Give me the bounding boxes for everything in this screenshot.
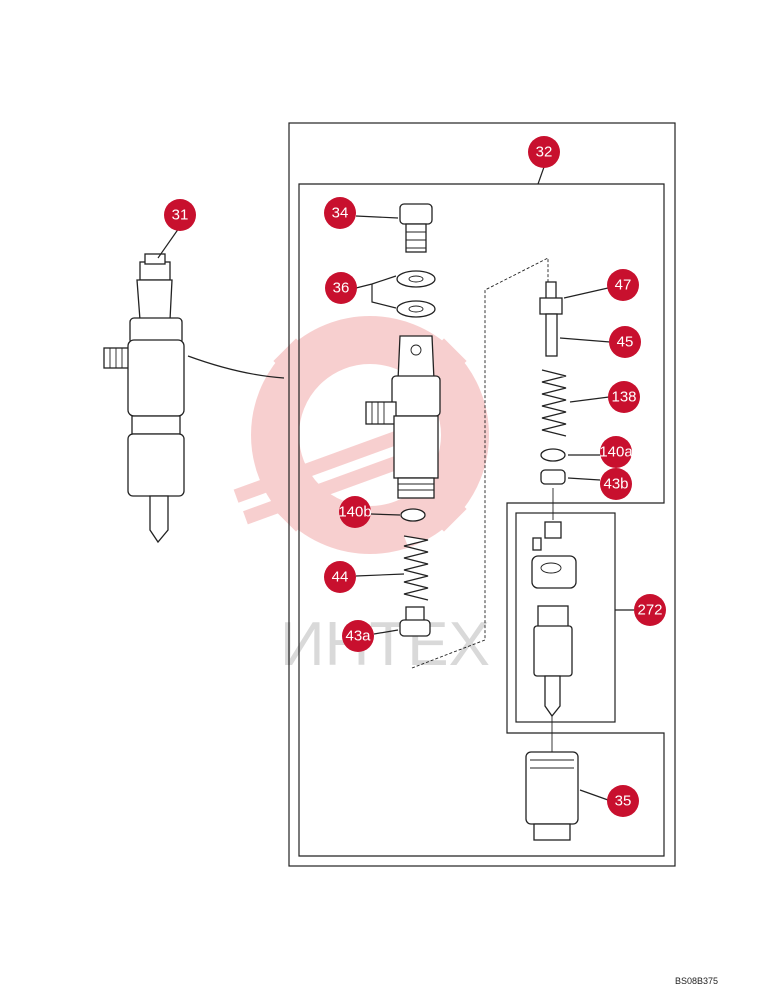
callout-47: 47 xyxy=(607,269,639,301)
svg-text:47: 47 xyxy=(615,277,632,294)
svg-text:32: 32 xyxy=(536,144,553,161)
callout-34: 34 xyxy=(324,197,356,229)
svg-text:140a: 140a xyxy=(599,444,633,461)
watermark-text: ИНТЕХ xyxy=(280,610,490,679)
svg-text:272: 272 xyxy=(637,602,662,619)
callout-140b: 140b xyxy=(338,496,372,528)
svg-text:138: 138 xyxy=(611,389,636,406)
pin-47 xyxy=(539,281,563,315)
injector-assembly-31 xyxy=(103,253,185,544)
svg-text:45: 45 xyxy=(617,334,634,351)
svg-text:31: 31 xyxy=(172,207,189,224)
svg-text:140b: 140b xyxy=(338,504,371,521)
callout-43b: 43b xyxy=(600,468,632,500)
nozzle-assembly-272 xyxy=(531,488,577,718)
rod-45 xyxy=(545,313,558,357)
svg-text:44: 44 xyxy=(332,569,349,586)
callout-45: 45 xyxy=(609,326,641,358)
svg-text:34: 34 xyxy=(332,205,349,222)
kit-frame-32 xyxy=(298,183,665,857)
spacer-43b xyxy=(540,469,566,485)
retaining-nut-35 xyxy=(525,716,579,841)
callout-44: 44 xyxy=(324,561,356,593)
callout-272: 272 xyxy=(634,594,666,626)
callout-32: 32 xyxy=(528,136,560,168)
callout-36: 36 xyxy=(325,272,357,304)
callout-43a: 43a xyxy=(342,620,374,652)
washer-140a xyxy=(540,448,566,462)
svg-text:36: 36 xyxy=(333,280,350,297)
washer-140b xyxy=(400,508,426,522)
bolt-34 xyxy=(399,203,433,253)
callout-140a: 140a xyxy=(599,436,633,468)
spring-138 xyxy=(541,369,567,437)
svg-text:43b: 43b xyxy=(603,476,628,493)
svg-text:43a: 43a xyxy=(345,628,371,645)
washers-36 xyxy=(396,270,436,318)
callout-35: 35 xyxy=(607,785,639,817)
outer-frame xyxy=(288,122,676,867)
callout-138: 138 xyxy=(608,381,640,413)
drawing-code: BS08B375 xyxy=(674,976,718,986)
leader-lines xyxy=(157,166,634,801)
spacer-43a xyxy=(399,606,431,637)
nozzle-frame-272 xyxy=(515,512,616,723)
svg-text:35: 35 xyxy=(615,793,632,810)
injector-body xyxy=(365,335,441,499)
callout-31: 31 xyxy=(164,199,196,231)
spring-44 xyxy=(403,535,429,601)
